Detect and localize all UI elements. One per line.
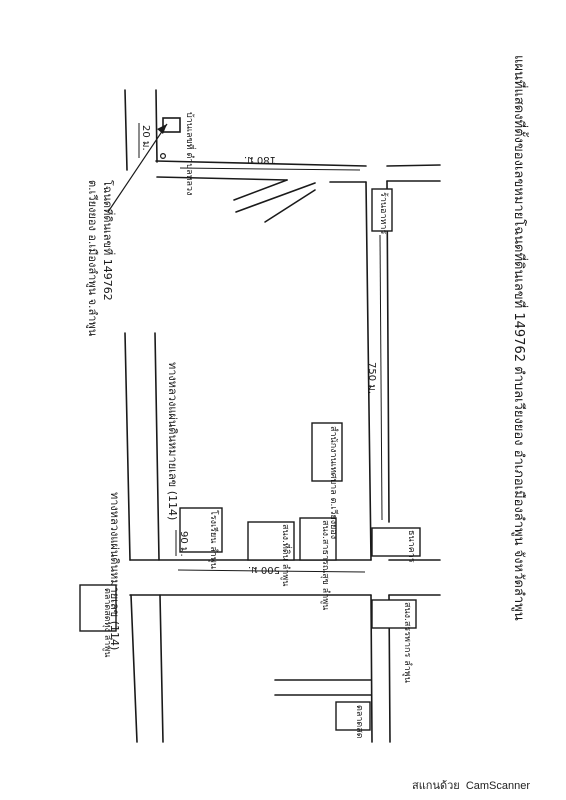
dim-180 — [179, 167, 361, 171]
distance-90: 90 ม. — [178, 531, 189, 557]
box-office-right — [311, 422, 343, 482]
box-shop-top-right — [371, 188, 393, 232]
road-diagonal-c — [264, 189, 316, 223]
road-left-low-a — [130, 594, 138, 743]
scanner-watermark: สแกนด้วย CamScanner — [412, 776, 530, 794]
label-shop-top-right: ร้านอาหาร — [378, 192, 388, 235]
box-market-bottom — [335, 701, 371, 731]
label-office-b: สนง.ที่ดิน ลำพูน — [280, 524, 290, 587]
box-school-left — [179, 507, 223, 553]
plot-number-label: โฉนดที่ดินเลขที่ 149762 — [101, 180, 114, 301]
label-market-bottom: ตลาดสด — [354, 705, 364, 739]
property-plot — [162, 117, 181, 133]
road-left-upper-b — [155, 89, 158, 163]
box-left-bottom — [79, 584, 117, 632]
box-bank-right — [371, 527, 421, 557]
box-office-c — [371, 599, 417, 629]
road-diagonal-b — [235, 182, 316, 213]
map-title: แผนที่แสดงที่ตั้งของเลขหมายโฉนดที่ดินเลข… — [511, 55, 526, 621]
road-left-mid-b — [154, 332, 160, 561]
road-right-b — [386, 180, 390, 523]
road-right-a — [365, 181, 372, 561]
road-diagonal-a — [233, 179, 288, 201]
road-left-mid-a — [124, 332, 131, 561]
road-top-right-a — [386, 164, 441, 167]
label-office-c: สนง.สรรพากร ลำพูน — [402, 602, 412, 683]
label-house-upper: บ้านเลขที่ ตำบลหลวง — [184, 112, 194, 196]
dim-750 — [379, 234, 383, 521]
label-school-left: โรงเรียน ลำพูน — [208, 510, 218, 569]
plot-arrowhead — [157, 124, 167, 134]
road-lower-right-a — [370, 594, 373, 743]
plot-leader-line — [107, 123, 168, 213]
box-office-b — [247, 521, 295, 561]
dim-500 — [177, 569, 366, 573]
scanner-brand: CamScanner — [465, 780, 531, 792]
road-left-low-b — [159, 594, 164, 743]
road-top-b — [156, 176, 288, 181]
highway-upper-label: ทางหลวงแผ่นดินหมายเลข (114) — [166, 362, 179, 521]
distance-20: 20 ม. — [140, 125, 151, 151]
property-marker — [160, 153, 167, 160]
label-bank-right: ธนาคาร — [406, 530, 416, 563]
label-left-bottom: ตลาดสดทุ่ง ลำพูน — [102, 588, 112, 658]
label-office-a: สนง.สาธารณสุข ลำพูน — [320, 520, 330, 611]
plot-location-label: ต.เวียงยอง อ.เมืองลำพูน จ.ลำพูน — [86, 180, 99, 337]
distance-750: 750 ม. — [366, 362, 377, 395]
scanned-with-text: สแกนด้วย — [412, 780, 460, 792]
road-top-a — [155, 160, 367, 167]
box-office-a — [299, 517, 337, 561]
road-left-upper-a — [124, 89, 128, 171]
distance-180: 180 ม. — [243, 154, 276, 165]
distance-500: 500 ม. — [247, 564, 280, 575]
